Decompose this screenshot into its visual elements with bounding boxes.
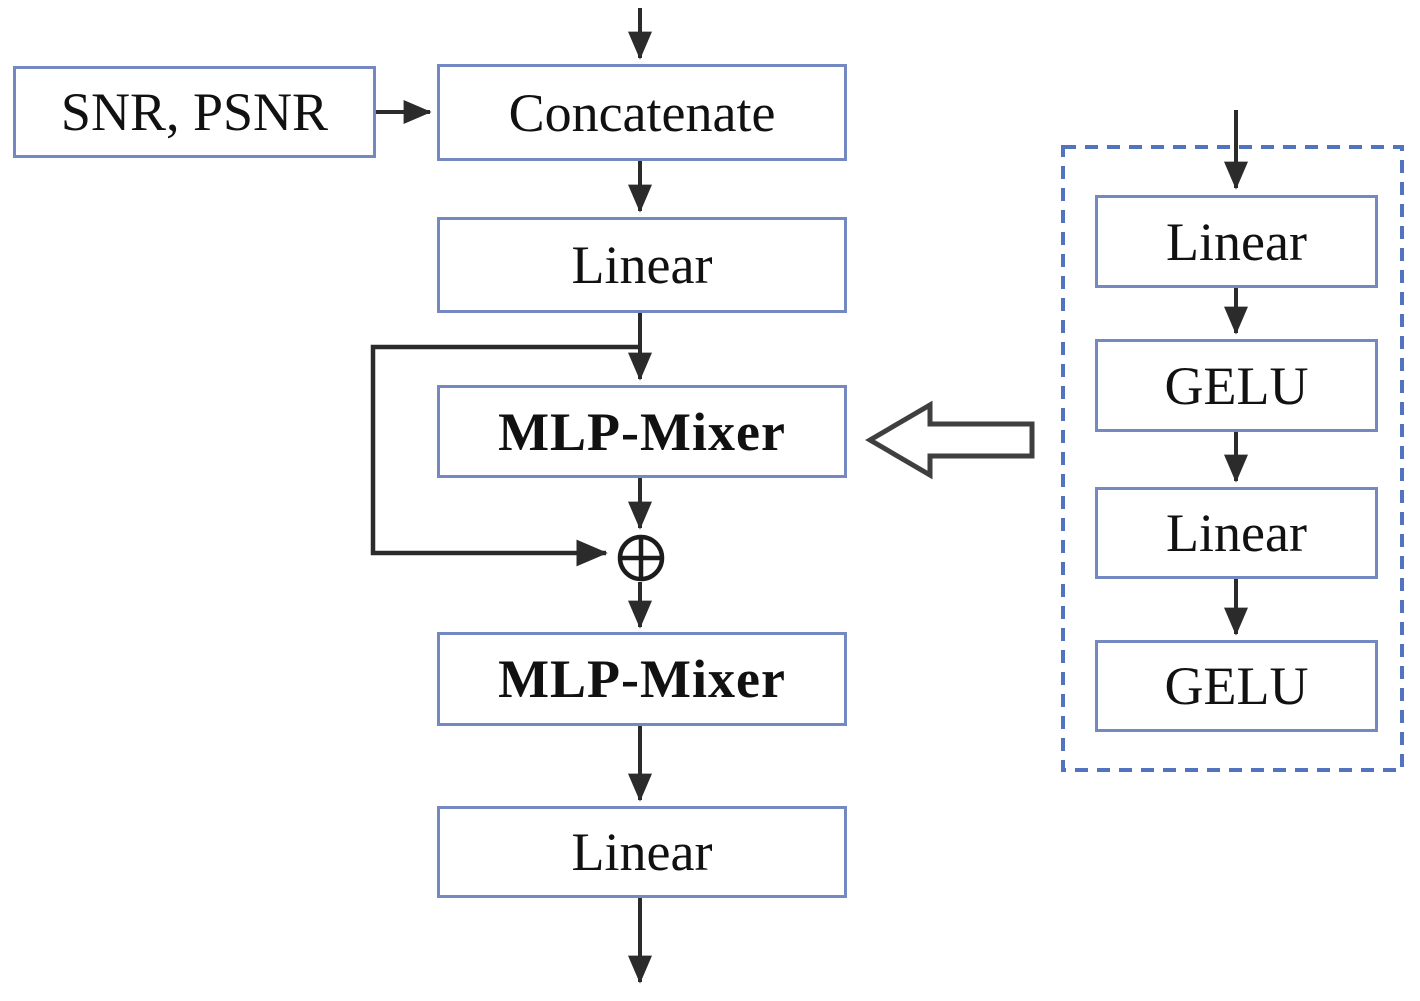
concatenate-box: Concatenate [437, 64, 847, 161]
detail-gelu-2-label: GELU [1164, 656, 1309, 716]
linear-output-box: Linear [437, 806, 847, 898]
linear-input-label: Linear [571, 235, 713, 295]
expand-block-arrow-icon [865, 400, 1035, 480]
mlp-mixer-1-label: MLP-Mixer [498, 401, 786, 462]
detail-gelu-1-box: GELU [1095, 339, 1378, 432]
linear-input-box: Linear [437, 217, 847, 313]
mlp-mixer-1-box: MLP-Mixer [437, 385, 847, 478]
detail-linear-2-label: Linear [1166, 503, 1307, 563]
snr-psnr-box: SNR, PSNR [13, 66, 376, 158]
detail-gelu-1-label: GELU [1164, 355, 1309, 416]
mixer-detail-container [1061, 145, 1404, 772]
detail-linear-1-label: Linear [1166, 211, 1307, 272]
concatenate-label: Concatenate [508, 82, 776, 143]
detail-gelu-2-box: GELU [1095, 640, 1378, 732]
circled-plus-icon [617, 534, 665, 582]
snr-psnr-label: SNR, PSNR [60, 82, 329, 142]
mlp-mixer-2-box: MLP-Mixer [437, 632, 847, 726]
linear-output-label: Linear [571, 822, 713, 882]
skip-connection-line [370, 344, 640, 567]
mlp-mixer-2-label: MLP-Mixer [498, 649, 786, 709]
detail-linear-1-box: Linear [1095, 195, 1378, 288]
detail-linear-2-box: Linear [1095, 487, 1378, 579]
